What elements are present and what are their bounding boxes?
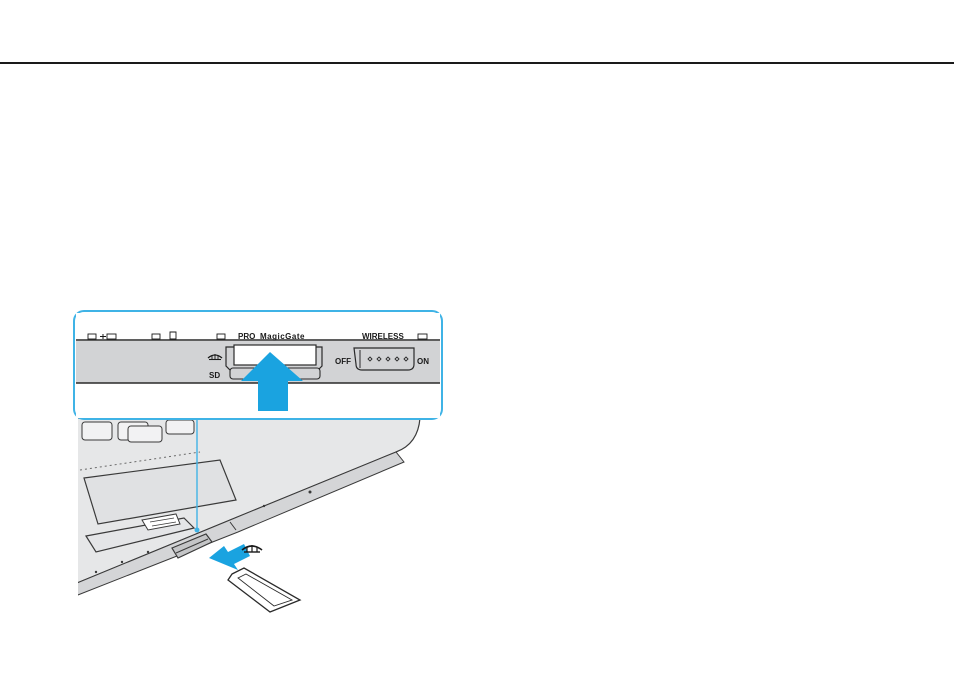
wireless-switch bbox=[354, 348, 414, 370]
callout-panel: PRO MagicGate WIRELESS SD OFF ON bbox=[74, 311, 442, 419]
memory-stick-card-icon bbox=[228, 568, 300, 612]
wireless-label: WIRELESS bbox=[362, 332, 404, 341]
sd-label: SD bbox=[209, 371, 220, 380]
off-label: OFF bbox=[335, 357, 351, 366]
magicgate-label: MagicGate bbox=[260, 332, 305, 341]
on-label: ON bbox=[417, 357, 429, 366]
pro-label: PRO bbox=[238, 332, 255, 341]
